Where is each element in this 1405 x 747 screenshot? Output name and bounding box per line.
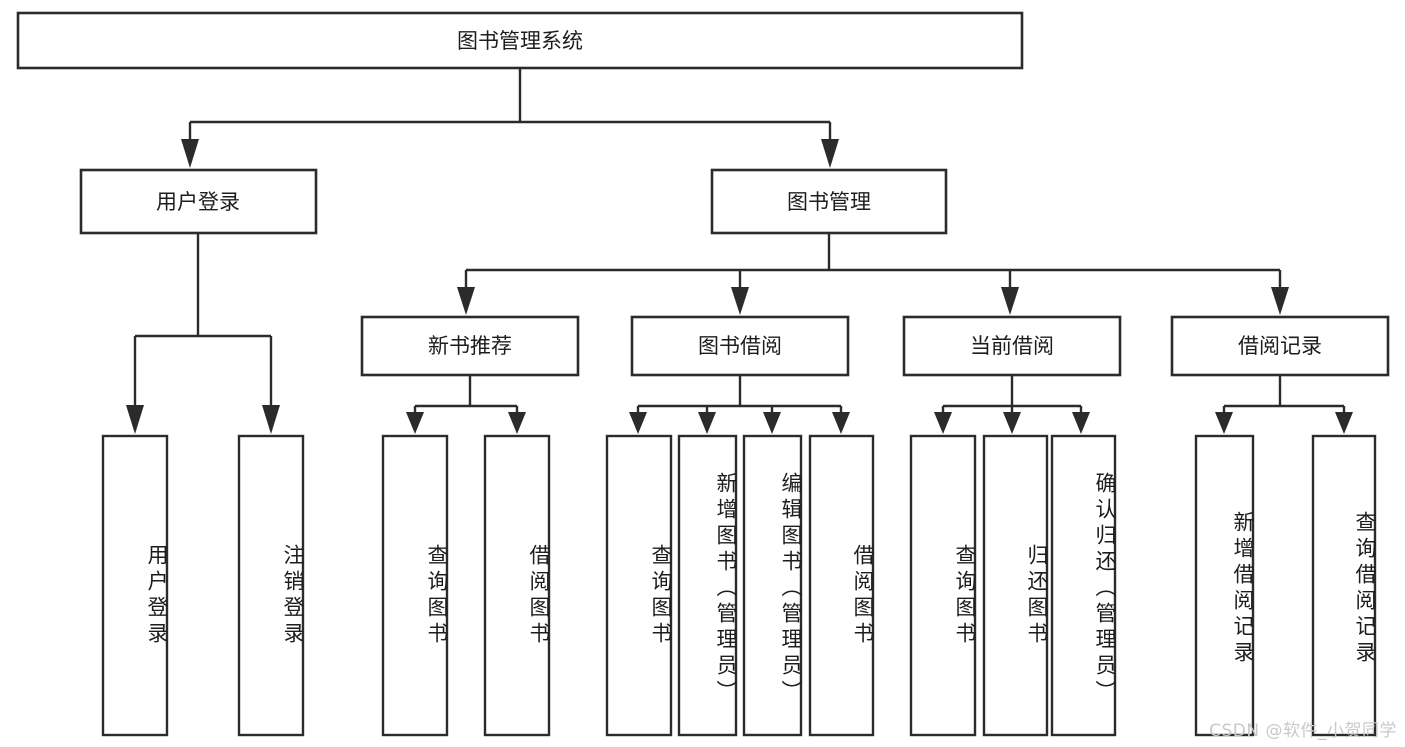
arrowhead-borrowrecord-leaf-1 xyxy=(1215,412,1233,434)
connector-group xyxy=(126,68,1353,434)
arrowhead-newbook-leaf-2 xyxy=(508,412,526,434)
node-root-system[interactable]: 图书管理系统 xyxy=(16,11,1024,70)
leaf-box-user-login[interactable] xyxy=(101,434,169,737)
arrowhead-user-login xyxy=(181,139,199,168)
leaf-box-query-book-bb[interactable] xyxy=(605,434,673,737)
node-book-borrow-label: 图书借阅 xyxy=(698,334,782,358)
leaf-box-borrow-book-bb[interactable] xyxy=(808,434,875,737)
node-book-management[interactable]: 图书管理 xyxy=(710,168,948,235)
arrowhead-bookborrow-leaf-3 xyxy=(763,412,781,434)
leaf-box-query-borrow-record[interactable] xyxy=(1311,434,1377,737)
node-book-borrow[interactable]: 图书借阅 xyxy=(630,315,850,377)
node-current-borrow-box[interactable] xyxy=(902,315,1122,377)
node-current-borrow[interactable]: 当前借阅 xyxy=(902,315,1122,377)
node-borrow-record-label: 借阅记录 xyxy=(1238,334,1322,358)
arrowhead-currentborrow-leaf-3 xyxy=(1072,412,1090,434)
node-root-system-label: 图书管理系统 xyxy=(457,29,583,53)
node-new-book-recommend-box[interactable] xyxy=(360,315,580,377)
node-book-borrow-box[interactable] xyxy=(630,315,850,377)
node-user-login[interactable]: 用户登录 xyxy=(79,168,318,235)
node-new-book-recommend-label: 新书推荐 xyxy=(428,334,512,358)
arrowhead-bookborrow-leaf-2 xyxy=(698,412,716,434)
leaf-box-query-book-nb[interactable] xyxy=(381,434,449,737)
arrowhead-borrowrecord-leaf-2 xyxy=(1335,412,1353,434)
watermark-text: CSDN @软件_小贺同学 xyxy=(1209,721,1397,741)
arrowhead-current-borrow xyxy=(1001,287,1019,315)
node-book-management-box[interactable] xyxy=(710,168,948,235)
arrowhead-book-borrow xyxy=(731,287,749,315)
node-borrow-record[interactable]: 借阅记录 xyxy=(1170,315,1390,377)
leaf-box-add-borrow-record[interactable] xyxy=(1194,434,1255,737)
leaf-box-edit-book-admin[interactable] xyxy=(742,434,803,737)
node-current-borrow-label: 当前借阅 xyxy=(970,334,1054,358)
arrowhead-newbook-leaf-1 xyxy=(406,412,424,434)
arrowhead-leaf-user-login xyxy=(126,405,144,434)
node-user-login-box[interactable] xyxy=(79,168,318,235)
node-book-management-label: 图书管理 xyxy=(787,190,871,214)
node-borrow-record-box[interactable] xyxy=(1170,315,1390,377)
arrowhead-currentborrow-leaf-1 xyxy=(934,412,952,434)
arrowhead-currentborrow-leaf-2 xyxy=(1003,412,1021,434)
node-user-login-label: 用户登录 xyxy=(156,190,240,214)
arrowhead-book-mgmt xyxy=(821,139,839,168)
arrowhead-new-book xyxy=(457,287,475,315)
node-new-book-recommend[interactable]: 新书推荐 xyxy=(360,315,580,377)
leaf-box-add-book-admin[interactable] xyxy=(677,434,738,737)
leaf-box-logout[interactable] xyxy=(237,434,305,737)
leaf-box-return-book[interactable] xyxy=(982,434,1049,737)
node-root-system-box[interactable] xyxy=(16,11,1024,70)
leaf-box-query-book-cb[interactable] xyxy=(909,434,977,737)
arrowhead-bookborrow-leaf-1 xyxy=(629,412,647,434)
arrowhead-bookborrow-leaf-4 xyxy=(832,412,850,434)
arrowhead-borrow-record xyxy=(1271,287,1289,315)
leaf-box-borrow-book-nb[interactable] xyxy=(483,434,551,737)
leaf-box-confirm-return-admin[interactable] xyxy=(1050,434,1117,737)
arrowhead-leaf-logout xyxy=(262,405,280,434)
